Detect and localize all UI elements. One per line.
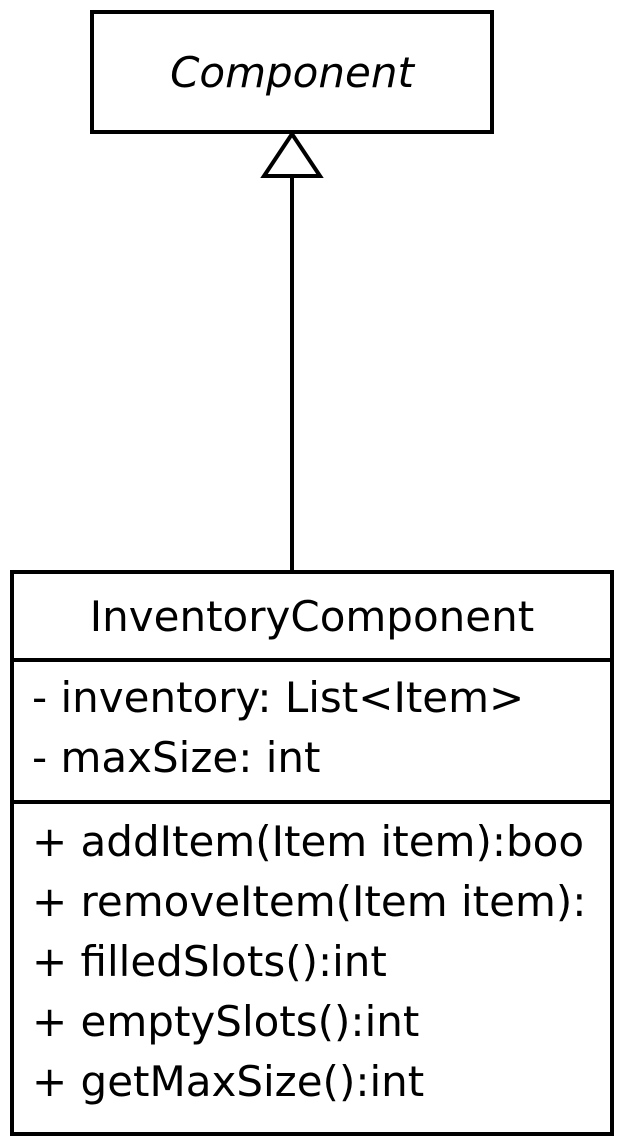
child-class-box: InventoryComponent - inventory: List<Ite… <box>10 570 614 1136</box>
attribute-inventory: - inventory: List<Item> <box>32 673 525 722</box>
generalization-arrowhead <box>260 130 324 178</box>
attribute-max-size: - maxSize: int <box>32 733 321 782</box>
method-filled-slots: + filledSlots():int <box>32 937 387 986</box>
parent-class-box: Component <box>90 10 494 134</box>
class-name-compartment: InventoryComponent <box>14 574 610 662</box>
parent-class-name: Component <box>170 47 414 97</box>
attributes-compartment: - inventory: List<Item> - maxSize: int <box>14 662 610 804</box>
method-get-max-size: + getMaxSize():int <box>32 1057 425 1106</box>
method-empty-slots: + emptySlots():int <box>32 997 420 1046</box>
methods-compartment: + addItem(Item item):boo + removeItem(It… <box>14 804 610 1112</box>
method-add-item: + addItem(Item item):boo <box>32 817 585 866</box>
child-class-name: InventoryComponent <box>89 591 535 641</box>
method-remove-item: + removeItem(Item item): <box>32 877 587 926</box>
